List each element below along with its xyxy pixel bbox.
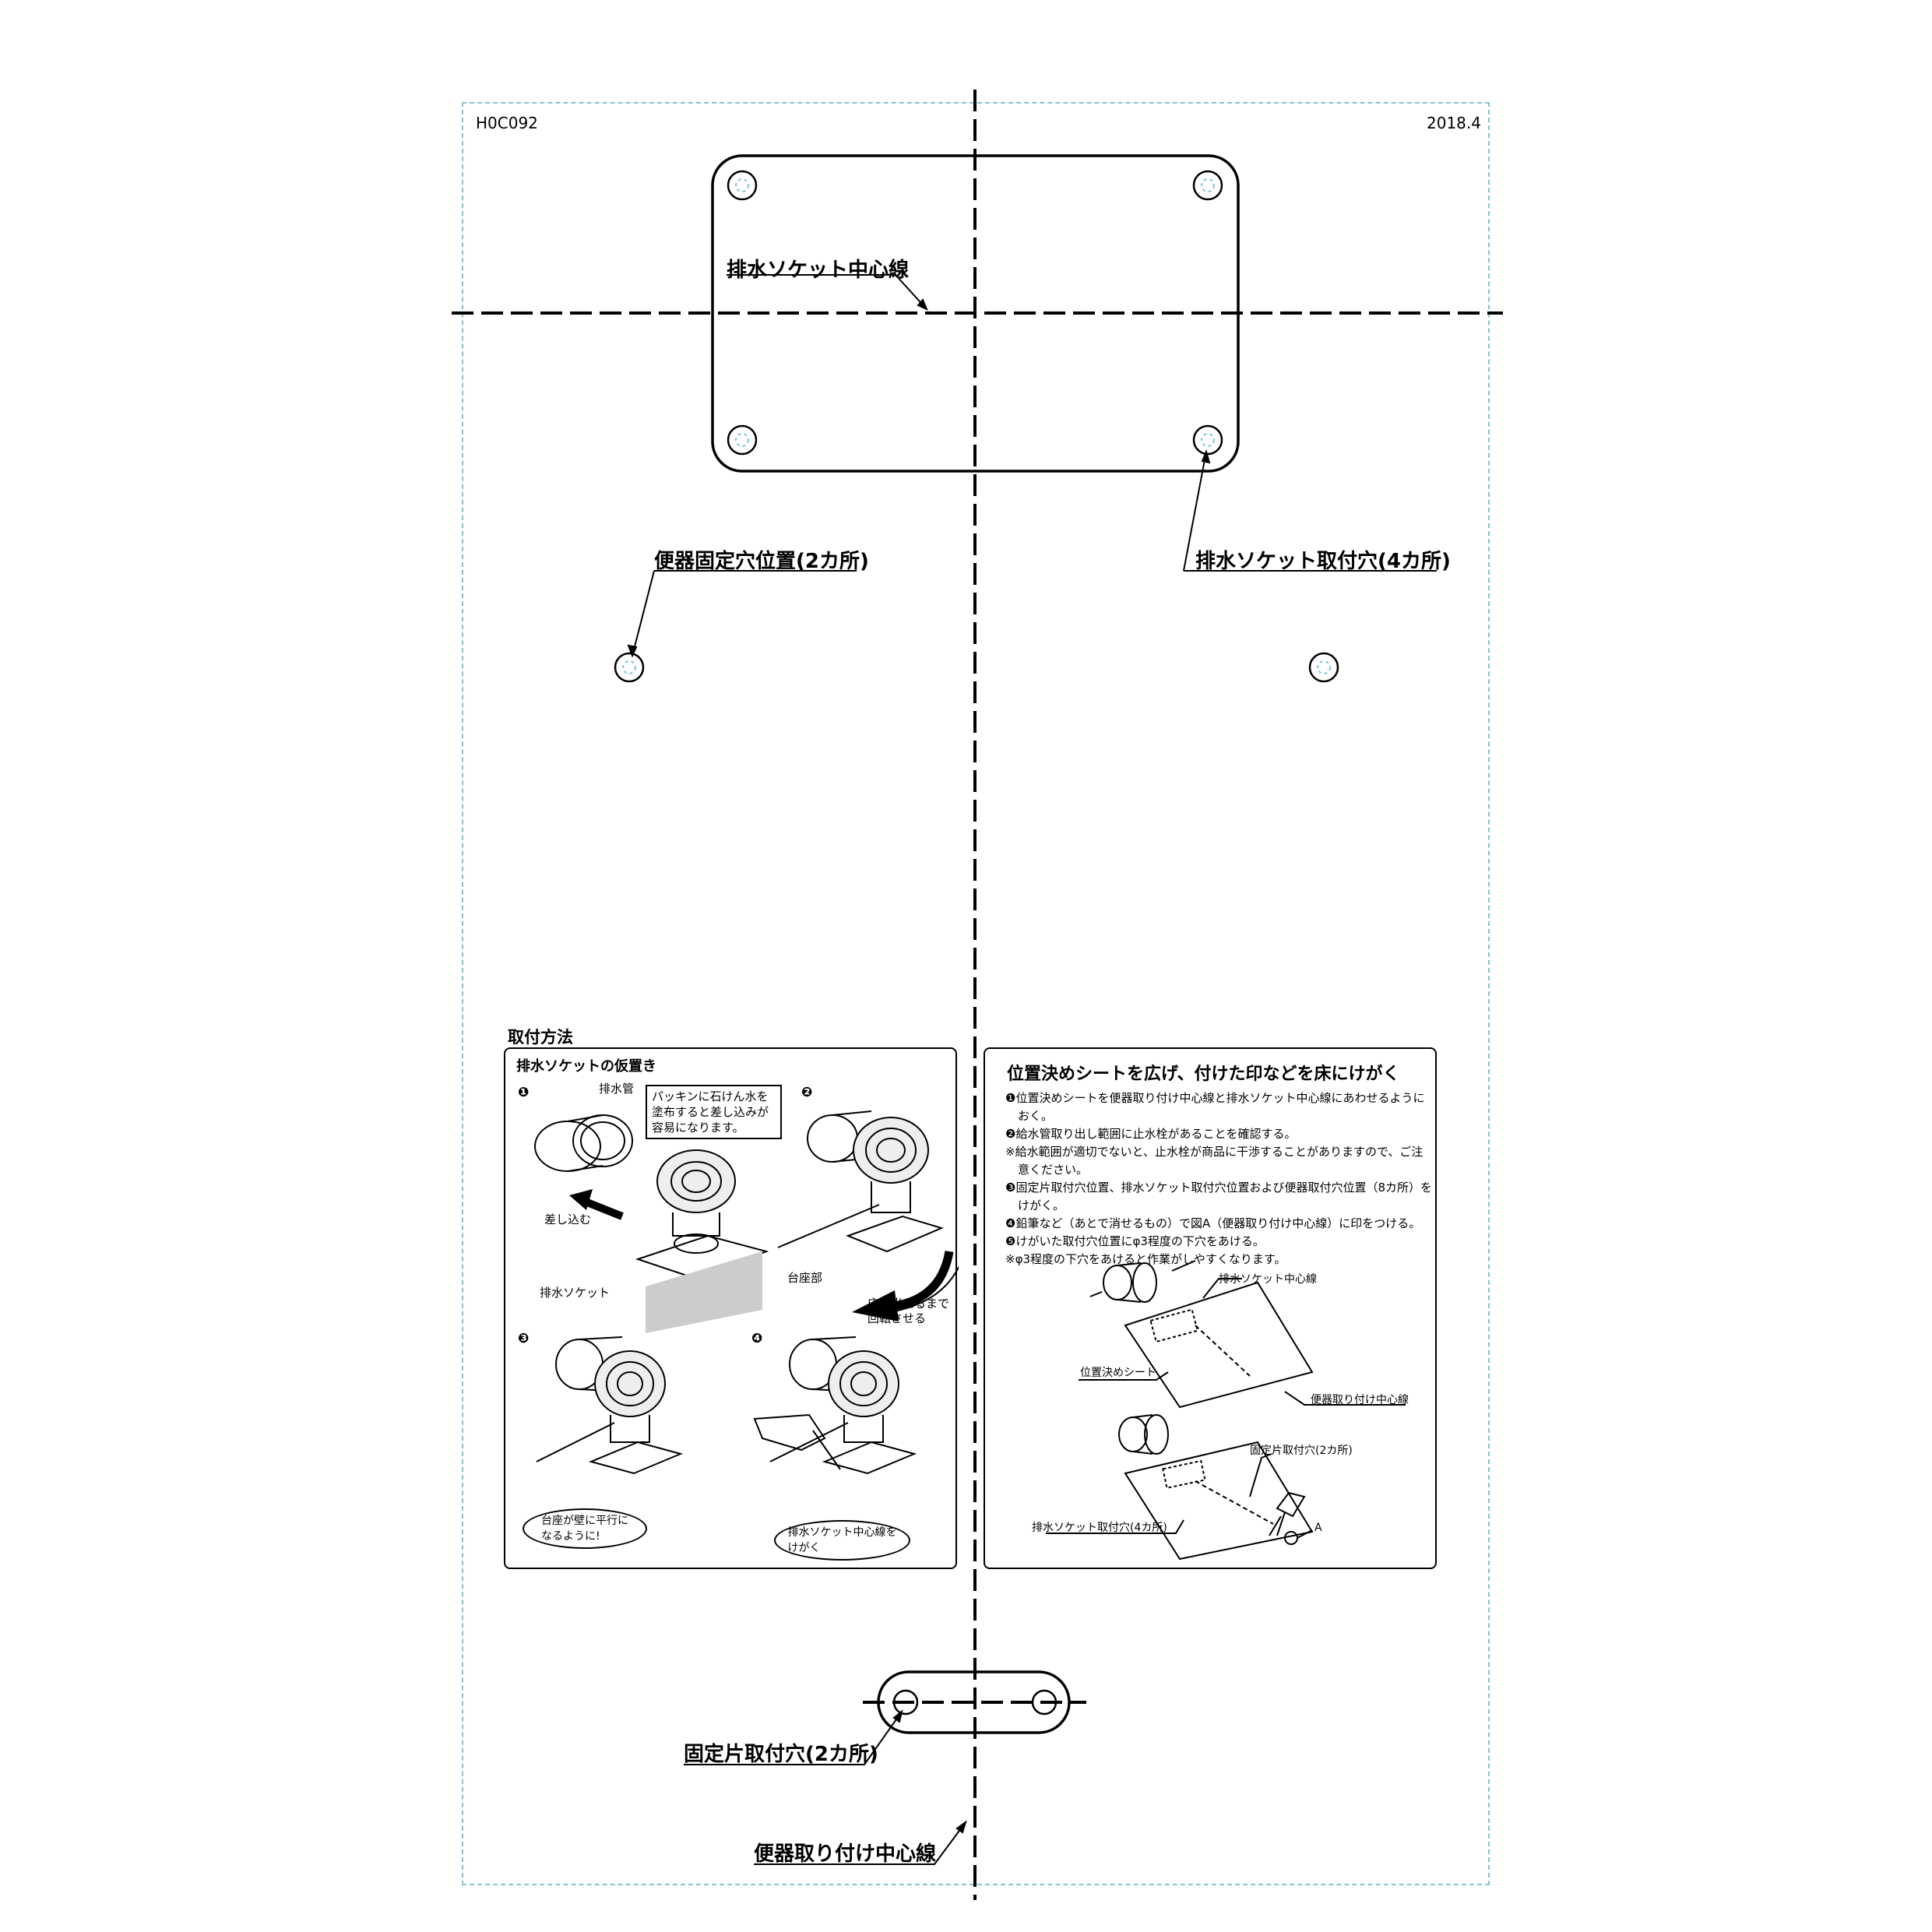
rotate-label: 床に当たるまで 回転させる [867,1297,950,1325]
marking-step-5: ❺けがいた取付穴位置にφ3程度の下穴をあける。 [1005,1234,1265,1248]
marking-note-1: ※給水範囲が適切でないと、止水栓が商品に干渉することがありますので、ご注 [1005,1145,1423,1159]
socket-mount-holes [727,170,1223,456]
base-part-label: 台座部 [787,1271,823,1285]
marking-title: 位置決めシートを広げ、付けた印などを床にけがく [1007,1065,1400,1084]
soap-note-callout: パッキンに石けん水を 塗布すると差し込みが 容易になります。 [646,1085,782,1139]
method-title: 取付方法 [508,1028,573,1047]
parallel-note-bubble: 台座が壁に平行になるように! [523,1508,647,1549]
marking-step-1: ❶位置決めシートを便器取り付け中心線と排水ソケット中心線にあわせるように [1005,1091,1425,1105]
marking-illustrations [1046,1260,1406,1561]
insert-label: 差し込む [544,1212,592,1226]
socket-placement-panel: 排水ソケットの仮置き [504,1047,959,1569]
step-3-number: ❸ [518,1331,530,1346]
fig-socket-holes-label: 排水ソケット取付穴(4カ所) [1032,1522,1167,1534]
fig-fix-holes-label: 固定片取付穴(2カ所) [1250,1445,1353,1457]
toilet-fix-holes-label: 便器固定穴位置(2カ所) [654,550,869,573]
marking-step-2: ❷給水管取り出し範囲に止水栓があることを確認する。 [1005,1127,1297,1141]
fig-toilet-center-label: 便器取り付け中心線 [1311,1394,1409,1406]
marking-step-4: ❹鉛筆など（あとで消せるもの）で図A（便器取り付け中心線）に印をつける。 [1005,1216,1421,1230]
marking-step-3: ❸固定片取付穴位置、排水ソケット取付穴位置および便器取付穴位置（8カ所）を [1005,1181,1433,1195]
socket-mount-holes-label: 排水ソケット取付穴(4カ所) [1195,550,1451,573]
toilet-center-line-label: 便器取り付け中心線 [754,1842,937,1866]
fixing-piece-holes [892,1689,1057,1716]
socket-placement-illustrations [534,1110,959,1475]
fig-sheet-label: 位置決めシート [1080,1367,1156,1379]
marking-steps: ❶位置決めシートを便器取り付け中心線と排水ソケット中心線にあわせるように おく。… [1005,1089,1432,1269]
marking-note-2: ※φ3程度の下穴をあけると作業がしやすくなります。 [1005,1252,1286,1266]
step-4-number: ❹ [751,1331,763,1346]
toilet-fix-holes [614,652,1339,683]
document-date: 2018.4 [1427,114,1481,132]
socket-placement-title: 排水ソケットの仮置き [516,1058,656,1075]
fig-socket-center-label: 排水ソケット中心線 [1219,1273,1317,1286]
drain-socket-label: 排水ソケット [540,1286,611,1300]
marking-panel: 位置決めシートを広げ、付けた印などを床にけがく ❶位置決めシートを便器取り付け中… [984,1047,1437,1569]
document-code: H0C092 [476,114,538,132]
socket-center-line-label: 排水ソケット中心線 [727,259,910,282]
fig-a-label: A [1314,1522,1322,1534]
scribe-note-bubble: 排水ソケット中心線をけがく [774,1520,910,1561]
fixing-piece-holes-label: 固定片取付穴(2カ所) [684,1743,878,1766]
socket-plate-outline [711,154,1240,473]
step-1-number: ❶ [518,1085,530,1100]
step-2-number: ❷ [801,1085,813,1100]
drain-pipe-label: 排水管 [599,1082,635,1096]
